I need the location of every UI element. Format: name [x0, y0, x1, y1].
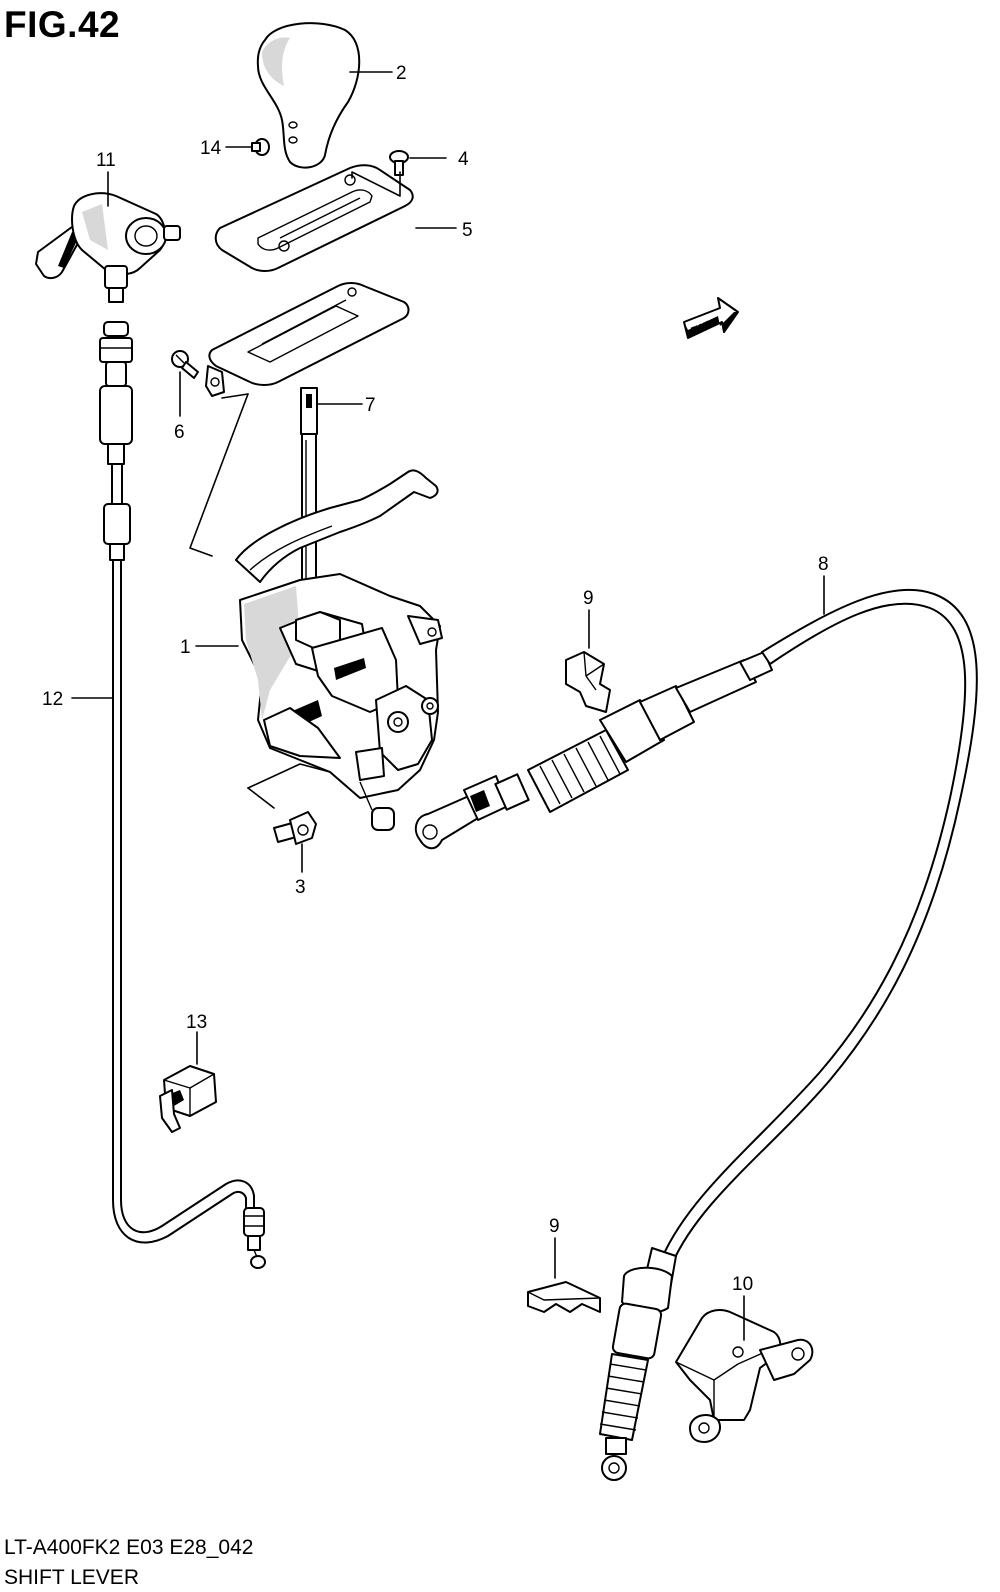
callout-5: 5 [462, 220, 473, 241]
part-5-guide-plate[interactable] [214, 164, 414, 272]
part-10-bracket[interactable] [675, 1309, 814, 1443]
callout-4: 4 [458, 149, 469, 170]
model-code: LT-A400FK2 E03 E28_042 [4, 1536, 254, 1559]
callout-12: 12 [42, 689, 63, 710]
part-3-bolt[interactable] [273, 811, 317, 845]
callout-11: 11 [96, 150, 116, 171]
callout-3: 3 [295, 877, 306, 898]
callout-6: 6 [174, 422, 185, 443]
part-9-clip-lower[interactable] [527, 1281, 601, 1313]
part-2-shift-knob[interactable] [256, 22, 361, 169]
part-8-transmission-cable[interactable] [414, 588, 978, 1481]
part-6-bolt[interactable] [171, 350, 199, 379]
fwd-arrow: FWD [683, 297, 739, 339]
callout-1: 1 [180, 637, 191, 658]
lower-plate [205, 282, 410, 397]
callout-14: 14 [200, 138, 222, 159]
part-1-shift-lever-assembly[interactable] [235, 469, 443, 831]
callout-13: 13 [186, 1012, 207, 1033]
part-4-screw[interactable] [389, 150, 409, 176]
callout-7: 7 [365, 395, 376, 416]
callout-10: 10 [732, 1274, 753, 1295]
callout-8: 8 [818, 554, 829, 575]
figure-caption: SHIFT LEVER [4, 1566, 139, 1589]
part-12-cable[interactable] [99, 321, 266, 1269]
part-14-screw[interactable] [251, 138, 270, 156]
callout-9-lower: 9 [549, 1216, 560, 1237]
callout-9-upper: 9 [583, 588, 594, 609]
part-11-actuator[interactable] [35, 192, 181, 303]
callout-2: 2 [396, 63, 407, 84]
figure-title: FIG.42 [4, 4, 121, 45]
part-13-clamp[interactable] [159, 1065, 217, 1133]
part-9-clip-upper[interactable] [565, 651, 611, 713]
